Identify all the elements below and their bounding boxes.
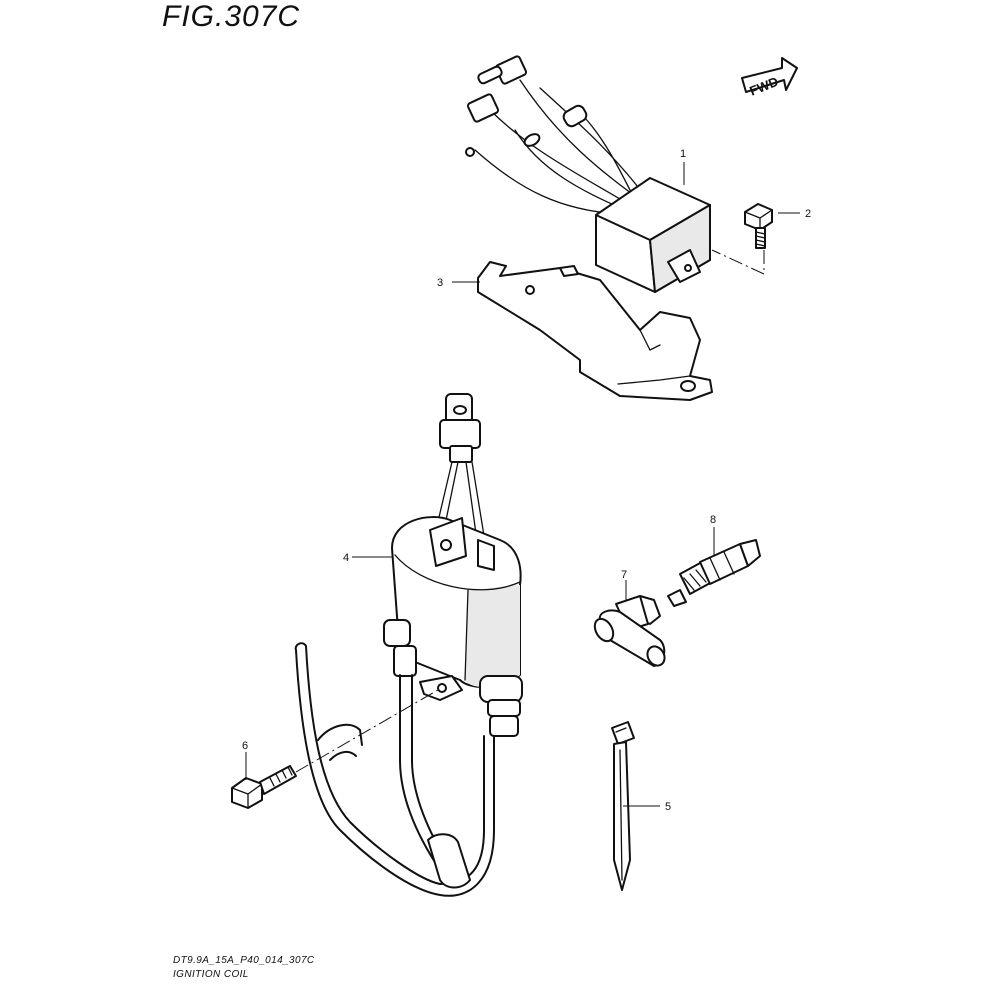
cable-tie (611, 721, 635, 891)
bracket-plate (477, 261, 713, 401)
cdi-unit (465, 55, 711, 293)
callout-5: 5 (665, 801, 671, 813)
spark-plug (667, 539, 761, 607)
leader-lines (245, 162, 800, 807)
callout-6: 6 (242, 740, 248, 752)
fwd-arrow-icon: FWD (741, 57, 798, 99)
callout-8: 8 (710, 514, 716, 526)
figure-title: FIG.307C (162, 0, 301, 33)
callout-1: 1 (680, 148, 686, 160)
plug-cap (593, 595, 666, 667)
footer-name: IGNITION COIL (173, 969, 249, 980)
bolt-small (711, 203, 773, 275)
callout-2: 2 (805, 208, 811, 220)
callout-4: 4 (343, 552, 349, 564)
callout-3: 3 (437, 277, 443, 289)
bolt-long (231, 689, 439, 809)
footer-code: DT9.9A_15A_P40_014_307C (173, 955, 315, 966)
callout-7: 7 (621, 569, 627, 581)
ignition-coil (294, 393, 523, 897)
